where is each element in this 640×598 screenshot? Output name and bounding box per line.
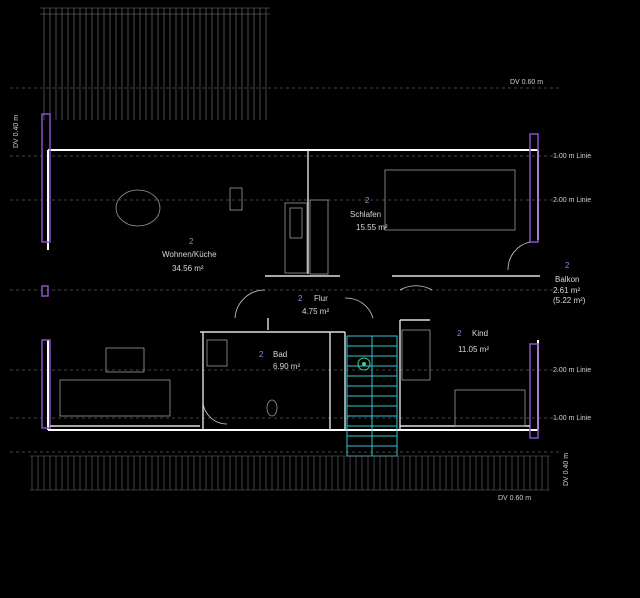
room-number: 2 — [259, 350, 264, 359]
door-swings — [202, 241, 531, 425]
room-area: 4.75 m² — [302, 307, 329, 316]
room-label-flur: 2 Flur 4.75 m² — [298, 294, 329, 316]
furniture — [59, 169, 526, 427]
room-label-kind: 2 Kind 11.05 m² — [457, 329, 489, 354]
dv-top-label: DV 0.60 m — [510, 79, 543, 86]
room-area: 6.90 m² — [273, 362, 300, 371]
room-area: 34.56 m² — [172, 264, 204, 273]
dv-bottom-label: DV 0.60 m — [498, 495, 531, 502]
room-label-schlafen: 2 Schlafen 15.55 m² — [350, 196, 388, 232]
room-area: 2.61 m² — [553, 286, 580, 295]
roof-hatching-top — [40, 7, 270, 120]
room-number: 2 — [298, 294, 303, 303]
line-label-200-bottom: 2.00 m Linie — [553, 367, 591, 374]
room-name: Balkon — [555, 275, 579, 284]
room-area-secondary: (5.22 m²) — [553, 296, 586, 305]
line-label-200-top: 2.00 m Linie — [553, 197, 591, 204]
room-name: Kind — [472, 329, 488, 338]
gable-markers — [41, 113, 539, 439]
staircase — [346, 335, 398, 457]
room-number: 2 — [365, 196, 370, 205]
room-area: 11.05 m² — [458, 345, 489, 354]
roof-hatching-bottom — [30, 455, 550, 491]
room-name: Wohnen/Küche — [162, 250, 217, 259]
dv-left-label: DV 0.40 m — [13, 115, 20, 148]
room-label-wohnen: 2 Wohnen/Küche 34.56 m² — [162, 237, 217, 273]
room-area: 15.55 m² — [356, 223, 388, 232]
room-number: 2 — [189, 237, 194, 246]
room-label-bad: 2 Bad 6.90 m² — [259, 350, 300, 371]
line-label-100-top: 1.00 m Linie — [553, 153, 591, 160]
room-name: Schlafen — [350, 210, 381, 219]
reference-lines — [10, 87, 560, 453]
dv-right-label: DV 0.40 m — [563, 453, 570, 486]
room-name: Bad — [273, 350, 287, 359]
room-number: 2 — [457, 329, 462, 338]
room-number: 2 — [565, 261, 570, 270]
room-label-balkon: 2 Balkon 2.61 m² (5.22 m²) — [553, 261, 586, 305]
room-name: Flur — [314, 294, 328, 303]
line-label-100-bottom: 1.00 m Linie — [553, 415, 591, 422]
